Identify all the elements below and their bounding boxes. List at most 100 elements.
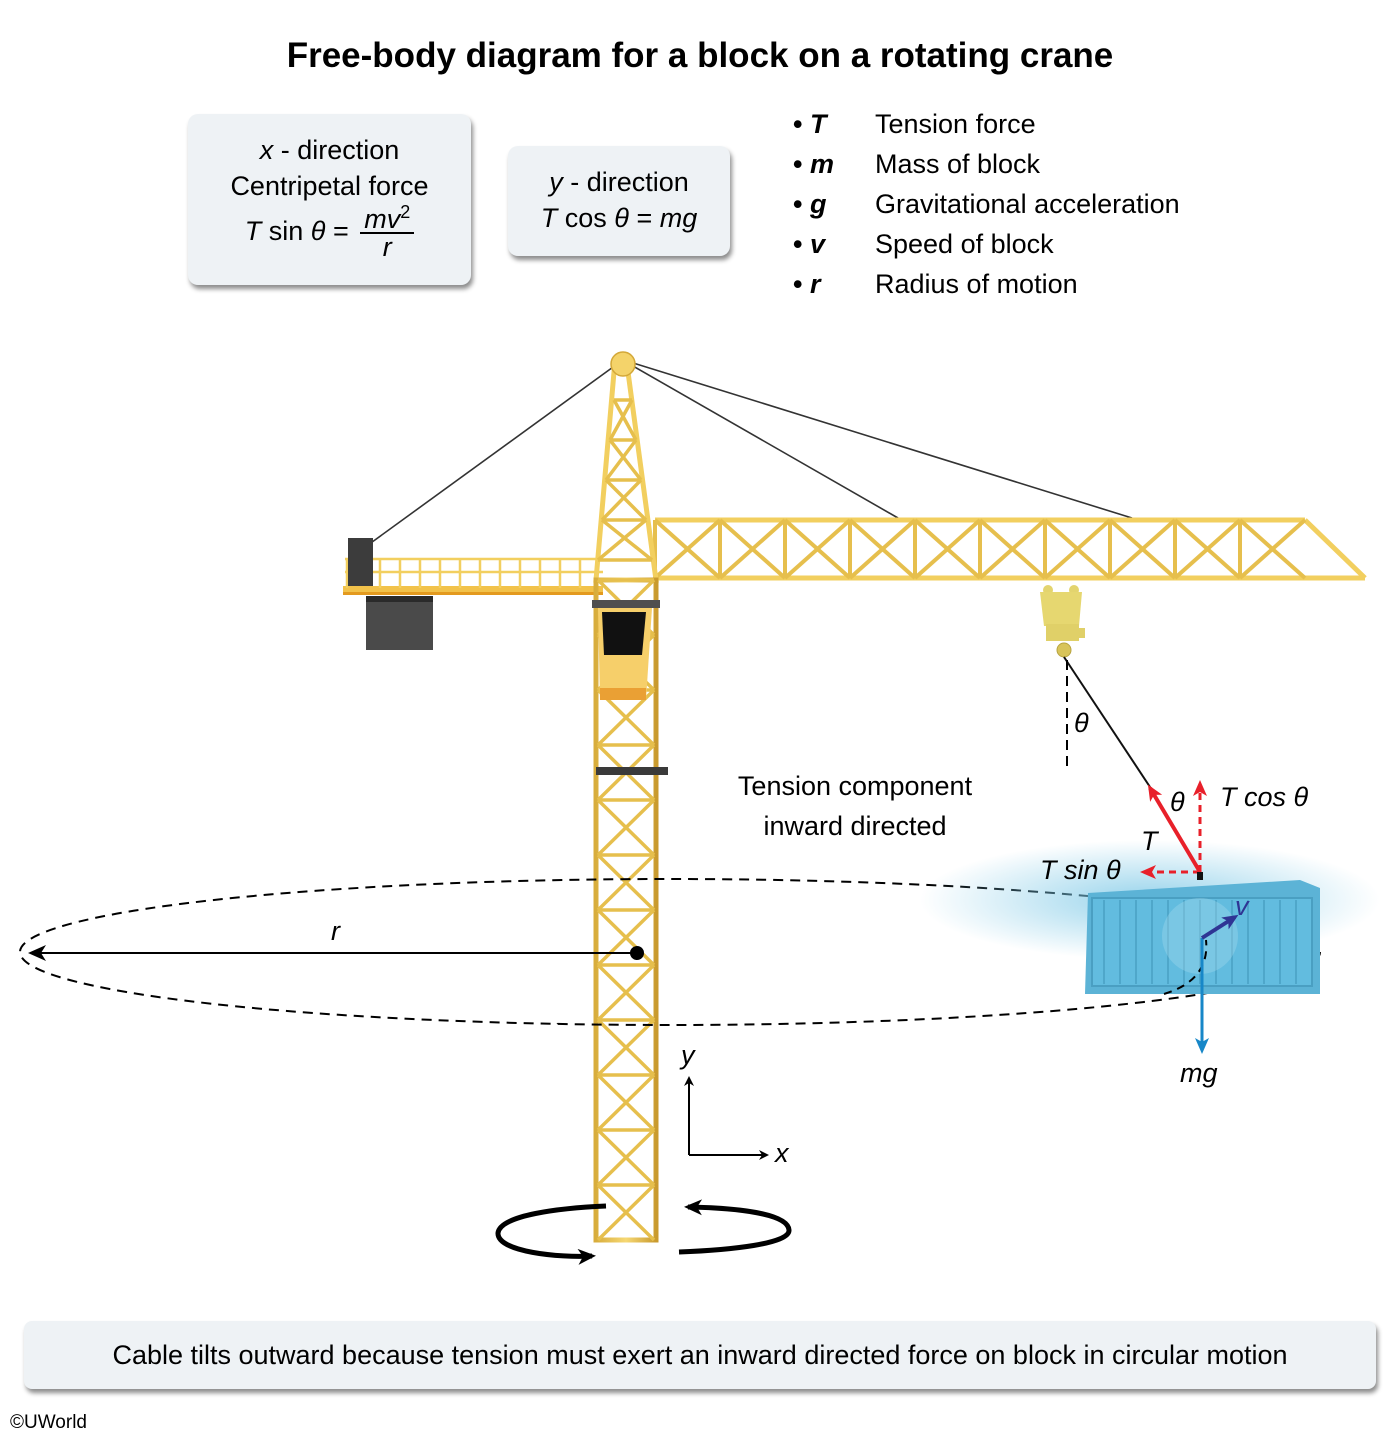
mast-diagonal-member bbox=[596, 798, 656, 857]
counter-jib bbox=[343, 538, 603, 650]
hoist-cable bbox=[1063, 656, 1153, 791]
mast-top-pulley bbox=[610, 351, 636, 377]
tension-note-line2: inward directed bbox=[763, 811, 947, 841]
velocity-vector bbox=[1200, 914, 1239, 940]
mast-collar bbox=[596, 767, 668, 775]
tower-mast bbox=[593, 351, 659, 1243]
legend-description: Mass of block bbox=[875, 149, 1041, 179]
theta-symbol: θ bbox=[1170, 787, 1185, 817]
copyright-notice: ©UWorld bbox=[10, 1412, 87, 1433]
eq-equals: = bbox=[325, 216, 357, 247]
jib-diagonal-member bbox=[978, 518, 1047, 580]
bullet: • bbox=[793, 269, 803, 299]
watermark-logo bbox=[1162, 898, 1238, 974]
legend-description: Radius of motion bbox=[875, 269, 1078, 299]
radius-label: r bbox=[331, 916, 340, 947]
jib-diagonal-member bbox=[1108, 518, 1177, 580]
legend-description: Tension force bbox=[875, 109, 1036, 139]
exponent: 2 bbox=[400, 202, 411, 222]
jib-diagonal-member bbox=[718, 518, 787, 580]
tension-label: T bbox=[1141, 826, 1158, 857]
jib-diagonal-member bbox=[783, 518, 852, 580]
eq-tension: T bbox=[244, 216, 262, 247]
jib-diagonal-member bbox=[913, 518, 982, 580]
mast-diagonal-member bbox=[604, 438, 638, 482]
container-block bbox=[920, 840, 1380, 995]
mast-diagonal-member bbox=[604, 478, 648, 522]
coordinate-axes bbox=[684, 1076, 769, 1160]
velocity-symbol: v bbox=[1235, 891, 1249, 921]
symbol-v: v bbox=[809, 229, 825, 259]
diagram-title: Free-body diagram for a block on a rotat… bbox=[286, 36, 1114, 75]
t-cos-label: T cos θ bbox=[1220, 782, 1308, 813]
attachment-point bbox=[1197, 872, 1203, 880]
jib-diagonal-member bbox=[1173, 518, 1242, 580]
x-axis-label: x bbox=[775, 1138, 789, 1169]
y-axis-label: y bbox=[681, 1040, 695, 1071]
x-variable: x bbox=[259, 135, 274, 165]
fraction-denominator: r bbox=[382, 232, 392, 262]
axis-center-dot bbox=[630, 946, 644, 960]
mast-diagonal-member bbox=[596, 1183, 656, 1242]
fraction-numerator: mv2 bbox=[360, 203, 415, 234]
t-sin-label: T sin θ bbox=[1040, 855, 1121, 886]
mast-diagonal-member bbox=[612, 399, 638, 441]
mast-diagonal-member bbox=[596, 1018, 656, 1077]
jib-diagonal-member bbox=[653, 518, 722, 580]
tension-note: Tension component inward directed bbox=[715, 766, 995, 846]
legend-symbol: • m bbox=[793, 144, 875, 184]
mast-diagonal-member bbox=[596, 963, 656, 1022]
symbol-m: m bbox=[809, 149, 834, 179]
radius-symbol: r bbox=[331, 916, 340, 946]
stay-cables bbox=[367, 361, 1133, 546]
eq-theta: θ bbox=[310, 216, 326, 247]
t-sin-text: T sin θ bbox=[1040, 855, 1121, 885]
y-direction-text: - direction bbox=[562, 167, 689, 197]
x-direction-heading: x - direction bbox=[188, 132, 471, 168]
mast-diagonal-member bbox=[608, 399, 634, 441]
mast-diagonal-member bbox=[596, 908, 656, 967]
y-symbol: y bbox=[681, 1040, 695, 1070]
velocity-label: v bbox=[1235, 891, 1249, 922]
mast-diagonal-member bbox=[600, 518, 654, 562]
numerator-mv: mv bbox=[364, 204, 401, 234]
jib-truss bbox=[653, 518, 1307, 580]
y-direction-heading: y - direction bbox=[508, 164, 730, 200]
y-variable: y bbox=[549, 167, 563, 197]
t-cos-text: T cos θ bbox=[1220, 782, 1309, 812]
mast-diagonal-member bbox=[608, 438, 643, 482]
y-direction-equation-box: y - direction T cos θ = mg bbox=[508, 146, 730, 256]
x-direction-text: - direction bbox=[273, 135, 400, 165]
winch bbox=[348, 538, 373, 586]
mast-diagonal-member bbox=[600, 478, 643, 522]
legend-symbol: • r bbox=[793, 264, 875, 304]
bullet: • bbox=[793, 109, 803, 139]
jib-diagonal-member bbox=[1043, 518, 1112, 580]
operator-cab bbox=[592, 600, 668, 775]
weight-label: mg bbox=[1180, 1058, 1218, 1089]
bullet: • bbox=[793, 189, 803, 219]
legend-symbol: • v bbox=[793, 224, 875, 264]
tension-vector bbox=[1147, 784, 1202, 874]
weight-symbol: mg bbox=[1180, 1058, 1218, 1088]
symbol-r: r bbox=[809, 269, 821, 299]
trolley-hook bbox=[1040, 585, 1085, 658]
caption-box: Cable tilts outward because tension must… bbox=[24, 1321, 1376, 1389]
counterweight bbox=[366, 596, 433, 650]
legend-symbol: • T bbox=[793, 104, 875, 144]
eq-cos: cos bbox=[557, 203, 615, 233]
tension-symbol: T bbox=[1141, 826, 1158, 856]
bullet: • bbox=[793, 229, 803, 259]
legend-symbol: • g bbox=[793, 184, 875, 224]
eq-mg: mg bbox=[659, 203, 698, 233]
mast-diagonal-member bbox=[596, 853, 656, 912]
vector-angle-label: θ bbox=[1170, 787, 1185, 818]
mast-diagonal-member bbox=[596, 1128, 656, 1187]
